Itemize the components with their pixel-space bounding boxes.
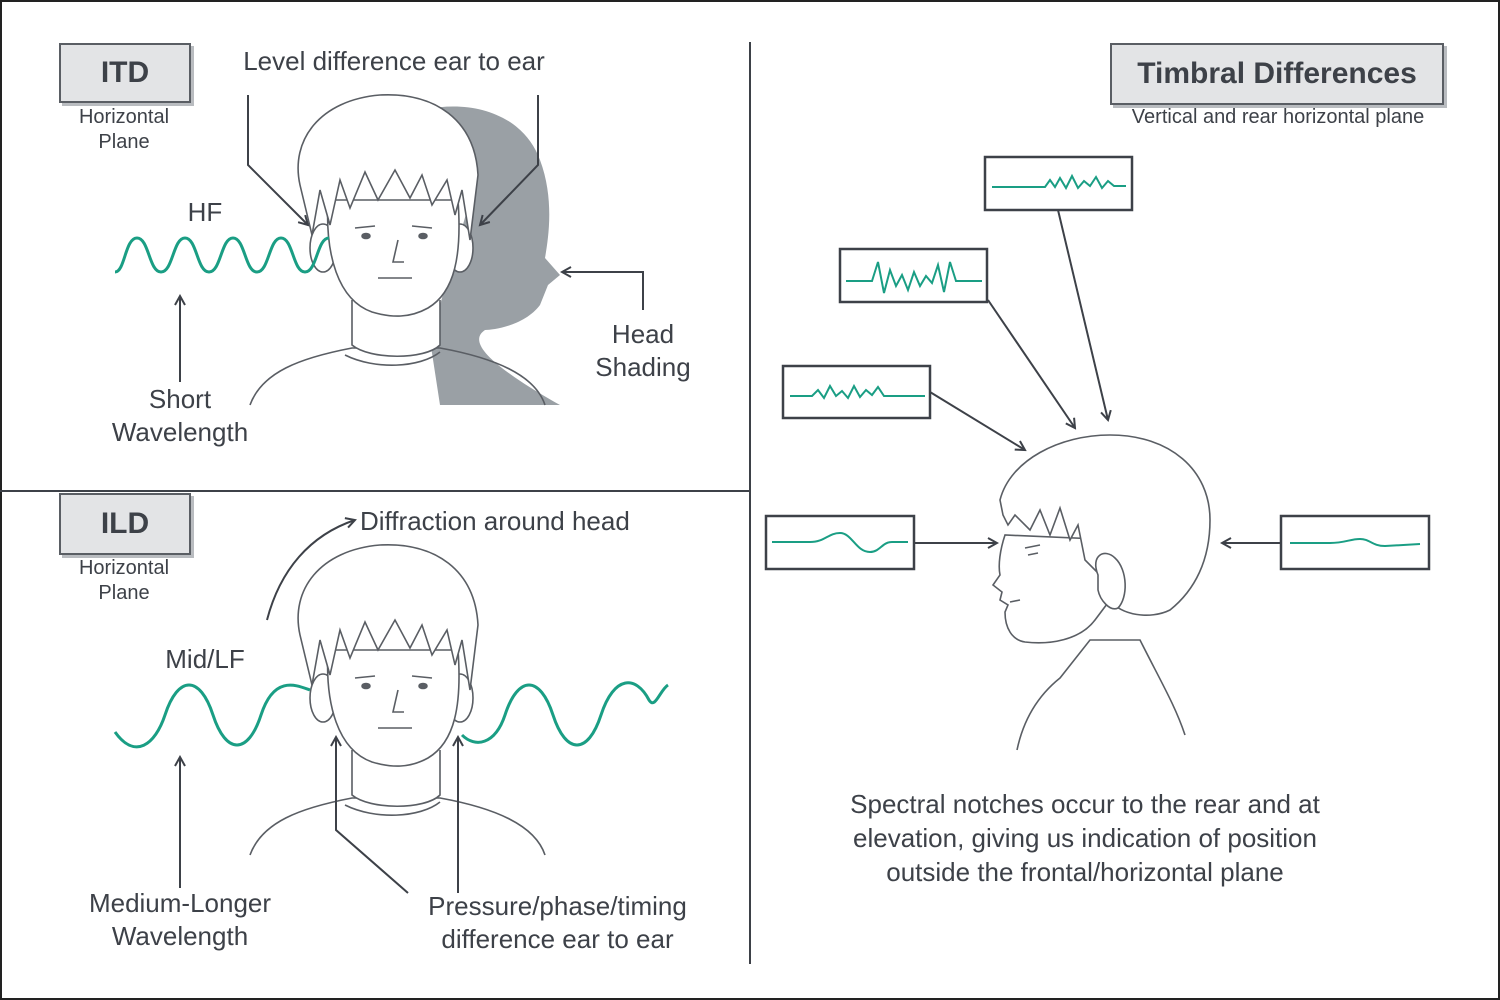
itd-plane-label: Horizontal Plane [54,105,194,155]
arrow-upper [987,299,1075,428]
itd-title: ITD [59,43,191,103]
short-wavelength-line1: Short [148,384,212,414]
hf-label: HF [187,197,223,227]
spectrum-box-middle [781,364,932,420]
vertical-divider [749,42,751,964]
profile-boy [991,434,1211,751]
ild-boy [249,544,546,856]
timbral-caption: Spectral notches occur to the rear and a… [800,788,1370,889]
spectrum-box-top [983,155,1134,212]
level-arrow-left [247,95,308,225]
timbral-title-text: Timbral Differences [1137,57,1417,90]
head-shading-line2: Shading [595,351,691,382]
short-wavelength-line2: Wavelength [111,416,249,447]
medium-wavelength-line2: Wavelength [111,920,249,951]
ild-title: ILD [59,493,191,555]
pressure-line1: Pressure/phase/timing [428,891,687,921]
pressure-label: Pressure/phase/timing difference ear to … [405,890,710,955]
ild-title-text: ILD [100,507,150,540]
itd-title-text: ITD [100,56,150,89]
itd-boy [249,94,546,406]
itd-plane-line2: Plane [98,131,150,153]
itd-plane-line1: Horizontal [78,106,170,128]
hf-wave [114,236,330,274]
ild-plane-label: Horizontal Plane [54,556,194,606]
caption-line3: outside the frontal/horizontal plane [886,856,1284,887]
medium-wavelength-line1: Medium-Longer [88,888,272,918]
midlf-wave-right [460,681,669,747]
caption-line1: Spectral notches occur to the rear and a… [850,789,1320,819]
diffraction-label: Diffraction around head [360,506,630,536]
spectrum-box-rear [1279,514,1431,571]
pressure-line2: difference ear to ear [441,923,674,954]
level-arrow-right [480,95,539,225]
ild-plane-line1: Horizontal [78,557,170,579]
caption-line2: elevation, giving us indication of posit… [853,822,1317,853]
ild-plane-line2: Plane [98,582,150,604]
midlf-wave-left [113,683,311,749]
head-shading-label: Head Shading [578,318,708,383]
timbral-subtitle: Vertical and rear horizontal plane [1131,106,1425,128]
midlf-label: Mid/LF [165,644,245,674]
diffraction-arrow [266,520,355,621]
spectrum-box-upper [838,247,989,304]
medium-wavelength-label: Medium-Longer Wavelength [70,887,290,952]
head-shading-line1: Head [611,319,675,349]
head-shading-arrow [562,272,644,310]
arrow-middle [929,391,1025,450]
short-wavelength-label: Short Wavelength [95,383,265,448]
spectrum-box-front [764,514,916,571]
horizontal-divider [0,490,750,492]
arrow-top [1057,209,1108,420]
level-difference-label: Level difference ear to ear [243,46,545,76]
timbral-title: Timbral Differences [1110,43,1444,105]
pressure-arrow-left [336,737,409,894]
